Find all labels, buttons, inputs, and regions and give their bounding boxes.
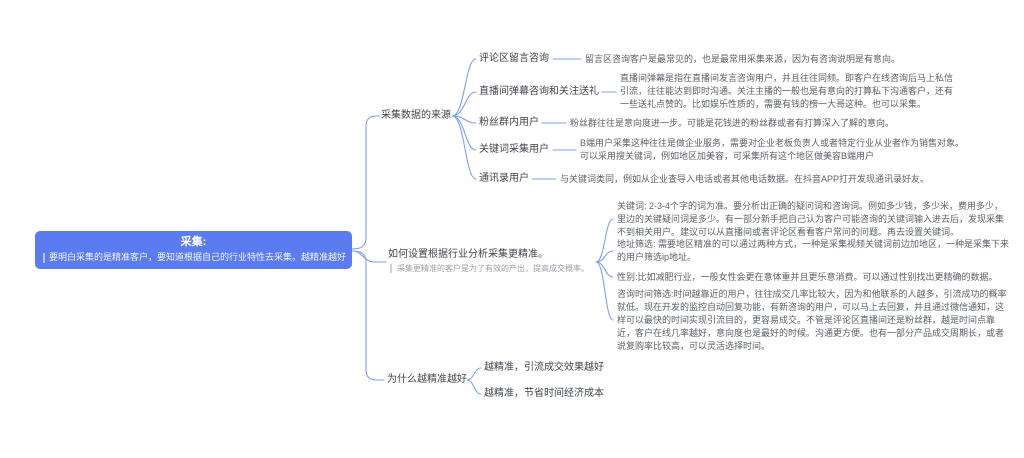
branch-label-why-precision[interactable]: 为什么越精准越好 <box>387 374 467 385</box>
topic-note-fan-group[interactable]: 粉丝群往往是意向度进一步。可能是花钱进的粉丝群或者有打算深入了解的意向。 <box>570 118 895 128</box>
topic-label-keyword-users[interactable]: 关键词采集用户 <box>479 144 549 155</box>
topic-note-keyword-users[interactable]: B端用户采集这种往往是做企业服务，需要对企业老板负责人或者特定行业从业者作为销售… <box>580 138 965 161</box>
topic-note-contacts-users[interactable]: 与关键词类同，例如从企业查导入电话或者其他电话数据。在抖音APP打开发现通讯录好… <box>560 174 930 184</box>
branch-subnote-text: 采集更精准的客户是为了有效的产出，提高成交概率。 <box>397 264 589 273</box>
topic-label-better-conversion[interactable]: 越精准，引流成交效果越好 <box>484 362 604 373</box>
root-note: 要明白采集的是精准客户，要知道根据自己的行业特性去采集。越精准越好 <box>49 252 347 262</box>
topic-note-keywords-rule[interactable]: 关键词: 2-3-4个字的词为准。要分析出正确的疑问词和咨询词。例如多少钱，多少… <box>617 201 1005 237</box>
topic-label-contacts-users[interactable]: 通讯录用户 <box>479 173 529 184</box>
topic-note-address-filter[interactable]: 地址筛选: 需要地区精准的可以通过两种方式，一种是采集视频关键词前边加地区，一种… <box>617 239 1010 262</box>
topic-note-comment-inquiry[interactable]: 留言区咨询客户是最常见的，也是最常用采集来源，因为有咨询说明是有意向。 <box>585 54 901 64</box>
note-quote-bar <box>390 264 392 273</box>
root-title: 采集: <box>180 236 207 248</box>
topic-note-time-filter[interactable]: 咨询时间筛选:时间越靠近的用户，往往成交几率比较大，因为和他联系的人越多，引流成… <box>617 289 1007 351</box>
branch-label-precision-settings[interactable]: 如何设置根据行业分析采集更精准。 <box>388 249 548 260</box>
topic-label-fan-group[interactable]: 粉丝群内用户 <box>479 117 539 128</box>
topic-label-save-cost[interactable]: 越精准，节省时间经济成本 <box>484 388 604 399</box>
branch-label-data-sources[interactable]: 采集数据的来源 <box>381 110 451 121</box>
topic-note-gender-filter[interactable]: 性别:比如减肥行业，一般女性会更在意体重并且更乐意消费。可以通过性别找出更精确的… <box>617 272 998 282</box>
branch-subnote-precision[interactable]: 采集更精准的客户是为了有效的产出，提高成交概率。 <box>390 262 589 275</box>
note-quote-bar <box>43 252 45 263</box>
topic-note-live-danmaku[interactable]: 直播间弹幕是指在直播间发言咨询用户，并且往往同频。即客户在线咨询后马上私信引流，… <box>620 73 954 109</box>
topic-label-live-danmaku[interactable]: 直播间弹幕咨询和关注送礼 <box>479 86 599 97</box>
root-topic[interactable]: 采集: 要明白采集的是精准客户，要知道根据自己的行业特性去采集。越精准越好 <box>35 231 352 269</box>
topic-label-comment-inquiry[interactable]: 评论区留言咨询 <box>479 53 549 64</box>
